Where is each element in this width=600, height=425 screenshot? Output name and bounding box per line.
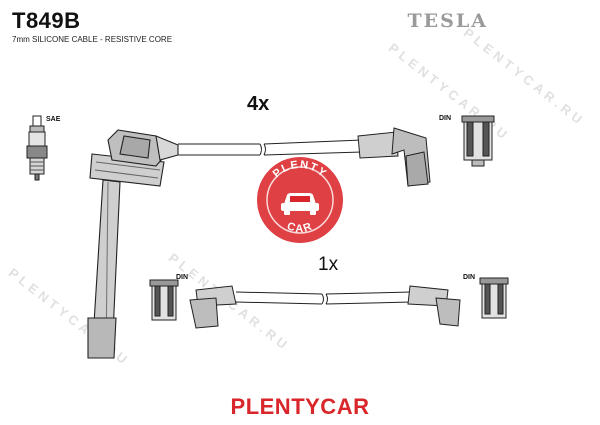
spark-plug-boot <box>87 129 179 359</box>
part-number: T849B <box>12 8 81 33</box>
car-icon <box>281 193 319 215</box>
plentycar-badge: PLENTY CAR <box>257 157 343 243</box>
din-label-lower-right: DIN <box>463 274 476 281</box>
cable-description: 7mm SILICONE CABLE - RESISTIVE CORE <box>12 35 173 44</box>
badge-bottom-text: CAR <box>285 220 315 235</box>
din-label-lower-left: DIN <box>176 274 189 281</box>
lower-cable-quantity: 1x <box>318 254 339 275</box>
upper-cable <box>178 127 431 187</box>
din-connector-icon <box>479 277 509 319</box>
din-connector-icon <box>461 115 495 167</box>
din-label-upper: DIN <box>439 115 452 122</box>
lower-cable <box>189 285 461 329</box>
footer-brand: PLENTYCAR <box>230 394 370 419</box>
spark-plug-label: SAE <box>46 116 61 123</box>
din-connector-icon <box>149 279 179 321</box>
brand-logo: TESLA <box>407 10 488 32</box>
spark-plug-icon <box>26 115 48 181</box>
upper-cable-quantity: 4x <box>247 93 270 115</box>
